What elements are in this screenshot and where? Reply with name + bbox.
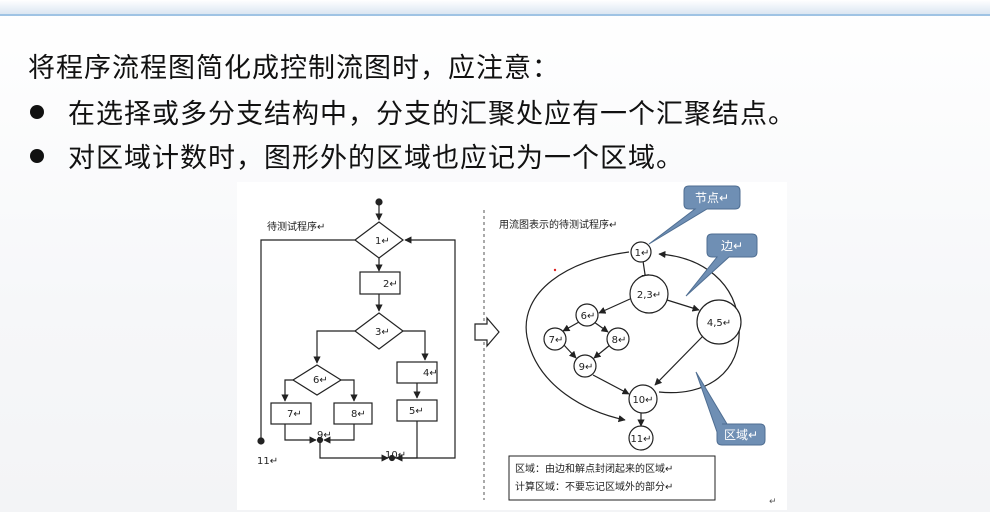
- bullet-text-1: 在选择或多分支结构中，分支的汇聚处应有一个汇聚结点。: [68, 99, 796, 130]
- graph-node-9: [573, 354, 597, 378]
- edge-9-10: [592, 374, 630, 395]
- flow-label-11: 11↵: [257, 456, 278, 467]
- flow-label-2: 2↵: [383, 279, 398, 290]
- flow-label-6: 6↵: [313, 375, 328, 386]
- callout-edge: 边↵: [685, 233, 758, 297]
- right-panel-title: 用流图表示的待测试程序↵: [499, 218, 617, 231]
- graph-node-1: [630, 241, 652, 263]
- flowchart-figure: 待测试程序↵: [237, 182, 787, 510]
- graph-node-9-label: 9↵: [579, 362, 594, 373]
- callout-edge-text: 边↵: [721, 239, 743, 253]
- flow-label-8: 8↵: [351, 409, 366, 420]
- flow-label-7: 7↵: [287, 409, 302, 420]
- graph-node-11: [628, 425, 654, 451]
- decision-3: [354, 312, 404, 350]
- edge-6-7: [562, 321, 580, 332]
- graph-node-2-3: [629, 274, 669, 314]
- stray-dot: [553, 268, 557, 272]
- process-box-2: [359, 271, 401, 295]
- paragraph-mark: ↵: [769, 497, 777, 507]
- flow-end-point: [257, 437, 265, 445]
- graph-node-2-3-label: 2,3↵: [637, 290, 661, 301]
- graph-node-7: [543, 327, 567, 351]
- graph-node-10: [628, 384, 658, 414]
- edge-45-10: [654, 335, 704, 386]
- decision-6: [291, 364, 343, 396]
- flow-start-point: [375, 198, 383, 206]
- flow-label-1: 1↵: [375, 236, 390, 247]
- left-panel-title: 待测试程序↵: [267, 220, 325, 233]
- graph-node-4-5-label: 4,5↵: [707, 318, 731, 329]
- edge-23-45: [666, 299, 700, 312]
- flow-label-3: 3↵: [375, 327, 390, 338]
- graph-node-8-label: 8↵: [612, 335, 627, 346]
- process-box-8: [333, 402, 373, 425]
- bullet-item-2: 对区域计数时，图形外的区域也应记为一个区域。: [30, 136, 684, 175]
- graph-node-10-label: 10↵: [632, 395, 653, 406]
- graph-node-7-label: 7↵: [549, 335, 564, 346]
- edge-8-9: [593, 344, 611, 359]
- edge-23-6: [598, 298, 631, 314]
- edge-7-9: [562, 343, 577, 359]
- legend-box: [508, 455, 716, 501]
- edge-6-8: [593, 321, 609, 333]
- graph-node-6: [575, 303, 599, 327]
- junction-10: [388, 454, 396, 462]
- callout-node: 节点↵: [648, 185, 741, 245]
- diagram-svg: 待测试程序↵: [257, 185, 777, 507]
- flow-label-4: 4↵: [423, 368, 438, 379]
- transform-arrow-icon: [474, 316, 500, 348]
- junction-9: [316, 436, 324, 444]
- edge-1-11: [525, 251, 630, 423]
- graph-node-11-label: 11↵: [630, 434, 651, 445]
- bullet-dot-icon: [30, 104, 44, 119]
- graph-node-6-label: 6↵: [581, 311, 596, 322]
- bullet-text-2: 对区域计数时，图形外的区域也应记为一个区域。: [68, 143, 684, 174]
- graph-node-1-label: 1↵: [635, 248, 650, 259]
- bullet-dot-icon: [30, 148, 44, 163]
- flow-label-5: 5↵: [409, 406, 424, 417]
- callout-node-text: 节点↵: [695, 191, 729, 205]
- graph-node-8: [606, 327, 630, 351]
- flow-label-9: 9↵: [317, 430, 332, 441]
- legend-line-2: 计算区域：不要忘记区域外的部分↵: [515, 480, 673, 493]
- slide-heading: 将程序流程图简化成控制流图时，应注意：: [28, 53, 560, 84]
- slide-top-bar: [0, 0, 990, 16]
- callout-region: 区域↵: [695, 371, 766, 446]
- callout-region-text: 区域↵: [724, 428, 758, 442]
- flow-label-10: 10↵: [385, 450, 406, 461]
- process-box-7: [270, 402, 312, 425]
- legend-line-1: 区域：由边和解点封闭起来的区域↵: [515, 462, 673, 475]
- graph-node-4-5: [696, 299, 742, 345]
- bullet-item-1: 在选择或多分支结构中，分支的汇聚处应有一个汇聚结点。: [30, 92, 796, 131]
